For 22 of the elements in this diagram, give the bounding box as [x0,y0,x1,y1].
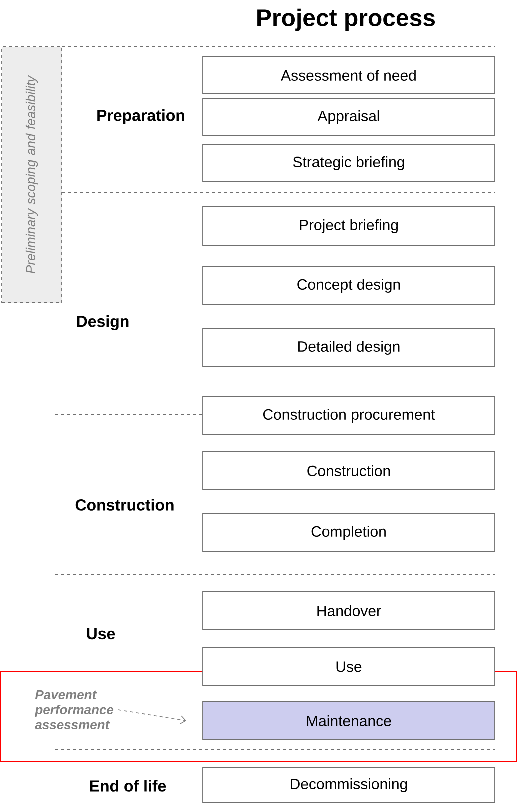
phase-label: Use [87,628,116,640]
process-box: Detailed design [202,328,496,368]
process-box: Decommissioning [202,768,496,804]
annotation-text: Pavement performance assessment [34,690,114,730]
arrow [118,710,187,724]
phase-label: Construction [76,499,174,511]
process-box: Concept design [202,266,496,306]
process-box: Construction procurement [202,396,496,436]
process-box: Handover [202,592,496,630]
process-box: Use [202,648,496,686]
phase-label: Preparation [98,110,184,124]
phase-label: End of life [90,780,166,792]
phase-label: Design [77,316,129,330]
title: Project process [258,8,436,32]
process-box: Completion [202,514,496,552]
process-box: Construction [202,452,496,490]
phase-band: Preliminary scoping and feasibility [2,46,62,304]
process-box: Strategic briefing [202,144,496,182]
process-box: Maintenance [202,702,496,740]
process-box: Project briefing [202,206,496,246]
process-box: Appraisal [202,98,496,136]
process-box: Assessment of need [202,56,496,94]
